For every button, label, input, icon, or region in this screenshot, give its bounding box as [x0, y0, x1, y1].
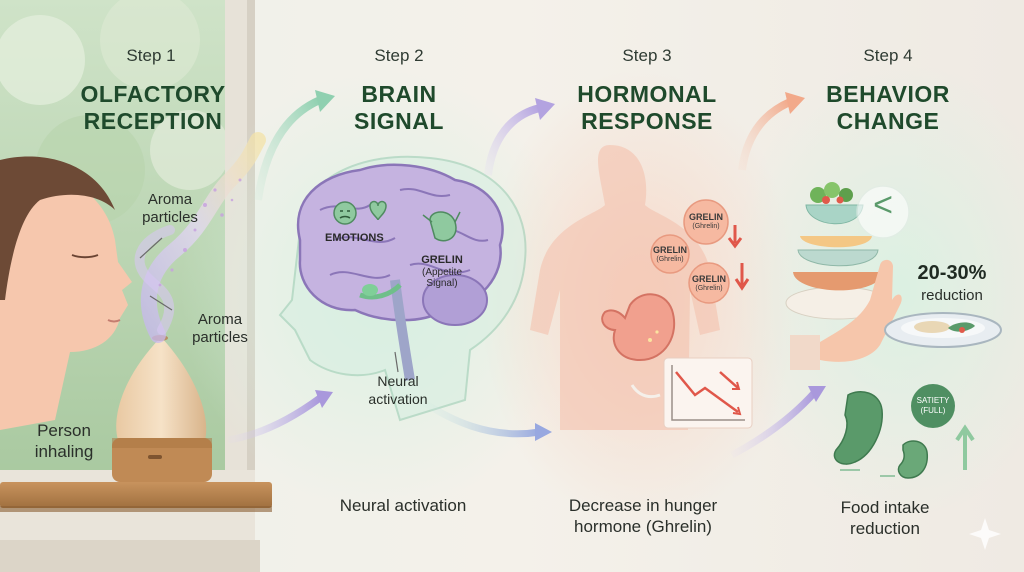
- bubble-1-name: GRELIN: [688, 212, 723, 222]
- step-3-label: Step 3: [622, 46, 672, 65]
- aroma-top-line2: particles: [142, 209, 198, 226]
- step-2-title-line1: BRAIN: [361, 81, 437, 107]
- step-1-label: Step 1: [126, 46, 176, 65]
- step-3-title: HORMONAL RESPONSE: [537, 81, 757, 135]
- emotions-label: EMOTIONS: [325, 232, 384, 244]
- appetite-signal-label: (Appetite Signal): [412, 267, 472, 289]
- step-4-title-line1: BEHAVIOR: [826, 81, 950, 107]
- step-4-caption: Food intake reduction: [810, 497, 960, 539]
- step-3-caption-line2: hormone (Ghrelin): [574, 517, 712, 536]
- less-than-symbol: <: [873, 186, 893, 224]
- appetite-line2: Signal): [426, 278, 458, 289]
- satiety-line1: SATIETY: [916, 396, 950, 405]
- hormone-bubble-1: GRELIN (Ghrelin): [684, 212, 728, 232]
- aroma-particles-label-top: Aroma particles: [120, 191, 220, 227]
- step-3-caption: Decrease in hunger hormone (Ghrelin): [548, 495, 738, 537]
- bubble-3-sub: (Ghrelin): [695, 285, 723, 292]
- step-2-title-line2: SIGNAL: [354, 108, 444, 134]
- person-line2: inhaling: [34, 442, 94, 461]
- step-2-label: Step 2: [374, 46, 424, 65]
- reduction-percent: 20-30%: [917, 262, 987, 284]
- neural-line2: activation: [368, 391, 428, 407]
- aroma-top-line1: Aroma: [147, 191, 193, 208]
- grelin-label: GRELIN: [421, 254, 463, 266]
- bubble-3-name: GRELIN: [691, 274, 726, 284]
- step-1-title: OLFACTORY RECEPTION: [43, 81, 263, 135]
- step-4-label: Step 4: [863, 46, 913, 65]
- step-1-title-line2: RECEPTION: [83, 108, 223, 134]
- step-4-title-line2: CHANGE: [836, 108, 940, 134]
- person-inhaling-label: Person inhaling: [14, 420, 114, 462]
- step-4-title: BEHAVIOR CHANGE: [778, 81, 998, 135]
- step-4-caption-line2: reduction: [850, 519, 920, 538]
- neural-activation-label: Neural activation: [348, 372, 448, 408]
- step-3-caption-line1: Decrease in hunger: [568, 496, 718, 515]
- step-3-title-line1: HORMONAL: [577, 81, 717, 107]
- step-2-caption: Neural activation: [339, 496, 467, 515]
- neural-line1: Neural: [377, 373, 419, 389]
- bubble-2-name: GRELIN: [652, 245, 687, 255]
- step-1-title-line1: OLFACTORY: [80, 81, 226, 107]
- aroma-mid-line1: Aroma: [197, 311, 243, 328]
- aroma-particles-label-mid: Aroma particles: [170, 311, 270, 347]
- appetite-line1: (Appetite: [421, 267, 463, 278]
- step-4-caption-line1: Food intake: [840, 498, 930, 517]
- bubble-2-sub: (Ghrelin): [656, 256, 684, 263]
- person-line1: Person: [37, 421, 91, 440]
- hormone-bubble-3: GRELIN (Ghrelin): [687, 274, 731, 294]
- satiety-line2: (FULL): [920, 406, 946, 415]
- reduction-label: reduction: [921, 287, 983, 304]
- hormone-bubble-2: GRELIN (Ghrelin): [648, 245, 692, 265]
- aroma-mid-line2: particles: [192, 329, 248, 346]
- step-3-title-line2: RESPONSE: [581, 108, 713, 134]
- step-2-title: BRAIN SIGNAL: [289, 81, 509, 135]
- satiety-badge: SATIETY (FULL): [911, 396, 955, 416]
- bubble-1-sub: (Ghrelin): [692, 223, 720, 230]
